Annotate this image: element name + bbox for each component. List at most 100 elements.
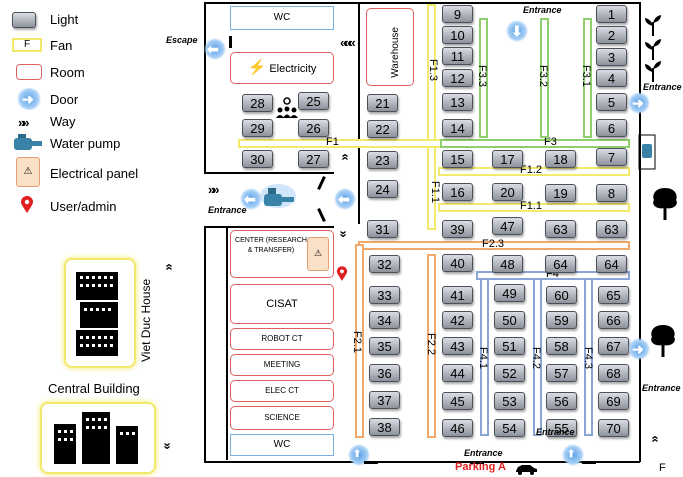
elec-ct-room[interactable]: ELEC CT: [230, 380, 334, 402]
user-pin-icon[interactable]: [336, 266, 348, 282]
light-7[interactable]: 7: [596, 148, 627, 166]
light-49[interactable]: 49: [494, 284, 525, 302]
light-28[interactable]: 28: [242, 94, 273, 112]
light-23[interactable]: 23: [367, 151, 398, 169]
door-escape[interactable]: [204, 38, 226, 60]
light-29[interactable]: 29: [242, 119, 273, 137]
light-53[interactable]: 53: [494, 392, 525, 410]
light-64-a[interactable]: 64: [545, 255, 576, 273]
light-1[interactable]: 1: [596, 5, 627, 23]
light-24[interactable]: 24: [367, 180, 398, 198]
meeting-room[interactable]: MEETING: [230, 354, 334, 376]
light-9[interactable]: 9: [442, 5, 473, 23]
light-27[interactable]: 27: [298, 150, 329, 168]
light-63-b[interactable]: 63: [596, 220, 627, 238]
light-2[interactable]: 2: [596, 26, 627, 44]
light-64-b[interactable]: 64: [596, 255, 627, 273]
water-pump-icon[interactable]: [258, 182, 298, 212]
wc-top-room[interactable]: WC: [230, 6, 334, 30]
light-70[interactable]: 70: [598, 419, 629, 437]
light-26[interactable]: 26: [298, 119, 329, 137]
light-67[interactable]: 67: [598, 337, 629, 355]
light-30[interactable]: 30: [242, 150, 273, 168]
light-20[interactable]: 20: [492, 183, 523, 201]
light-12[interactable]: 12: [442, 69, 473, 87]
light-22[interactable]: 22: [367, 120, 398, 138]
light-8[interactable]: 8: [596, 184, 627, 202]
light-56[interactable]: 56: [546, 392, 577, 410]
light-6[interactable]: 6: [596, 119, 627, 137]
light-58[interactable]: 58: [546, 337, 577, 355]
warehouse-room[interactable]: Warehouse: [366, 8, 414, 86]
fan-f4-2[interactable]: [533, 278, 542, 436]
light-45[interactable]: 45: [442, 392, 473, 410]
light-65[interactable]: 65: [598, 286, 629, 304]
electricity-room[interactable]: ⚡ Electricity: [230, 52, 334, 84]
light-55[interactable]: 55: [546, 419, 577, 437]
light-37[interactable]: 37: [369, 391, 400, 409]
water-pump-right-icon[interactable]: [638, 134, 656, 170]
light-48[interactable]: 48: [492, 255, 523, 273]
light-51[interactable]: 51: [494, 337, 525, 355]
fan-f3-3[interactable]: [479, 18, 488, 138]
light-40[interactable]: 40: [442, 254, 473, 272]
light-17[interactable]: 17: [492, 150, 523, 168]
light-52[interactable]: 52: [494, 364, 525, 382]
light-54[interactable]: 54: [494, 419, 525, 437]
door-entrance-left[interactable]: [334, 188, 356, 210]
fan-f1-1[interactable]: [438, 203, 630, 212]
door-bottom-left[interactable]: [348, 444, 370, 466]
light-34[interactable]: 34: [369, 311, 400, 329]
light-60[interactable]: 60: [546, 286, 577, 304]
light-4[interactable]: 4: [596, 69, 627, 87]
light-47[interactable]: 47: [492, 217, 523, 235]
door-entrance-right-top[interactable]: [628, 92, 650, 114]
light-42[interactable]: 42: [442, 311, 473, 329]
science-room[interactable]: SCIENCE: [230, 406, 334, 430]
light-44[interactable]: 44: [442, 364, 473, 382]
light-14[interactable]: 14: [442, 119, 473, 137]
light-69[interactable]: 69: [598, 392, 629, 410]
light-15[interactable]: 15: [442, 150, 473, 168]
light-33[interactable]: 33: [369, 286, 400, 304]
fan-f1-2[interactable]: [438, 167, 630, 176]
fan-f2-1[interactable]: [355, 244, 364, 438]
light-68[interactable]: 68: [598, 364, 629, 382]
light-25[interactable]: 25: [298, 92, 329, 110]
light-41[interactable]: 41: [442, 286, 473, 304]
robot-ct-room[interactable]: ROBOT CT: [230, 328, 334, 350]
light-18[interactable]: 18: [545, 150, 576, 168]
door-entrance-top[interactable]: [506, 20, 528, 42]
fan-f3-1[interactable]: [583, 18, 592, 138]
light-19[interactable]: 19: [545, 184, 576, 202]
light-66[interactable]: 66: [598, 311, 629, 329]
fan-f2-2[interactable]: [427, 254, 436, 438]
light-31[interactable]: 31: [367, 220, 398, 238]
light-43[interactable]: 43: [442, 337, 473, 355]
fan-f1-3[interactable]: [427, 4, 436, 230]
light-50[interactable]: 50: [494, 311, 525, 329]
light-63-a[interactable]: 63: [545, 220, 576, 238]
light-11[interactable]: 11: [442, 47, 473, 65]
light-16[interactable]: 16: [442, 183, 473, 201]
light-5[interactable]: 5: [596, 93, 627, 111]
light-32[interactable]: 32: [369, 255, 400, 273]
cisat-room[interactable]: CISAT: [230, 284, 334, 324]
fan-f3-2[interactable]: [540, 18, 549, 138]
light-39[interactable]: 39: [442, 220, 473, 238]
light-59[interactable]: 59: [546, 311, 577, 329]
light-21[interactable]: 21: [367, 94, 398, 112]
light-3[interactable]: 3: [596, 48, 627, 66]
light-46[interactable]: 46: [442, 419, 473, 437]
fan-f3[interactable]: [440, 139, 630, 148]
light-10[interactable]: 10: [442, 26, 473, 44]
wc-bottom-room[interactable]: WC: [230, 434, 334, 456]
light-36[interactable]: 36: [369, 364, 400, 382]
fan-f4-1[interactable]: [480, 278, 489, 436]
light-35[interactable]: 35: [369, 337, 400, 355]
light-57[interactable]: 57: [546, 364, 577, 382]
door-entrance-left-2[interactable]: [240, 188, 262, 210]
door-entrance-right-bottom[interactable]: [628, 338, 650, 360]
door-bottom-right[interactable]: [562, 444, 584, 466]
fan-f4-3[interactable]: [584, 278, 593, 436]
